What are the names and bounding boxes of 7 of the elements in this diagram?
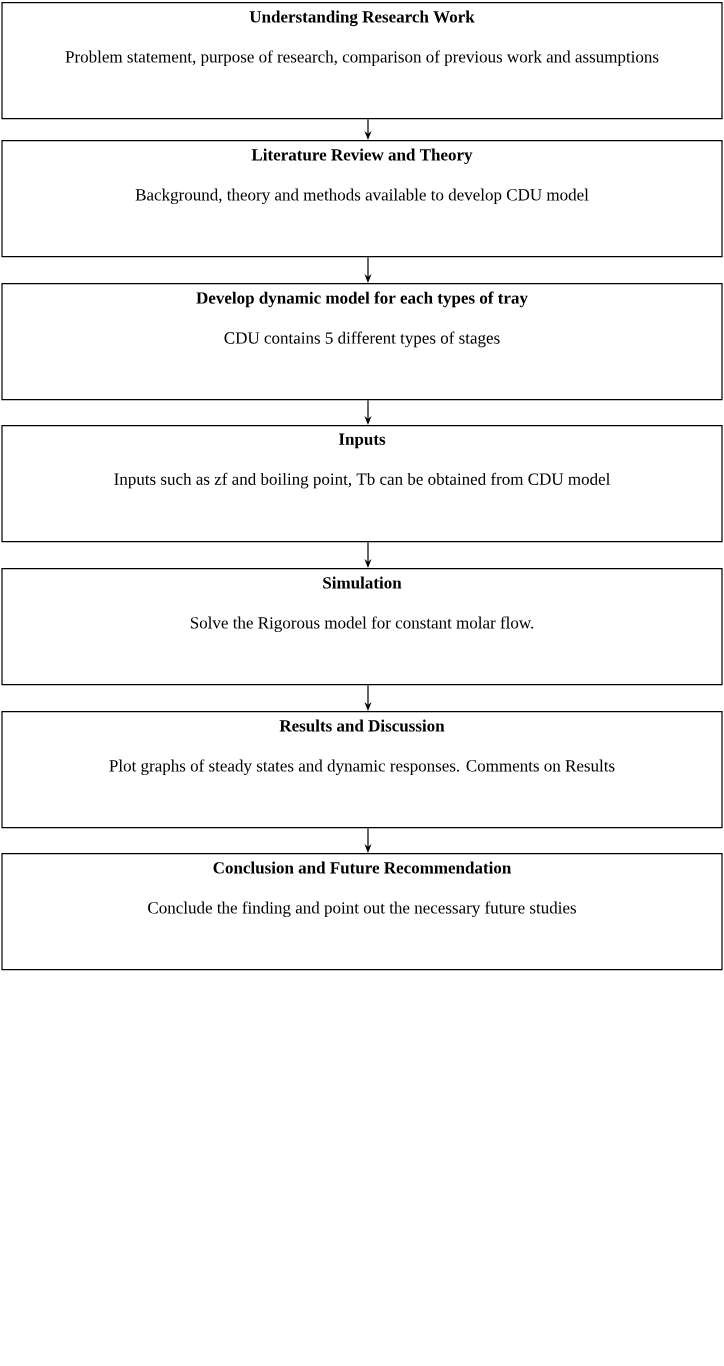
process-box: Conclusion and Future Recommendation Conclude the finding and point out the necessary future studies: [1, 853, 723, 971]
process-box: Literature Review and Theory Background, theory and methods available to develop CDU model: [1, 140, 723, 258]
process-box: Results and Discussion Plot graphs of steady states and dynamic responses. Comments on Results: [1, 711, 723, 829]
process-box: Inputs Inputs such as zf and boiling point, Tb can be obtained from CDU model: [1, 425, 723, 543]
process-box: Understanding Research Work Problem statement, purpose of research, comparison of previous work and assumptions: [1, 2, 723, 120]
process-box: Develop dynamic model for each types of tray CDU contains 5 different types of stages: [1, 283, 723, 401]
process-box: Simulation Solve the Rigorous model for constant molar flow.: [1, 568, 723, 686]
